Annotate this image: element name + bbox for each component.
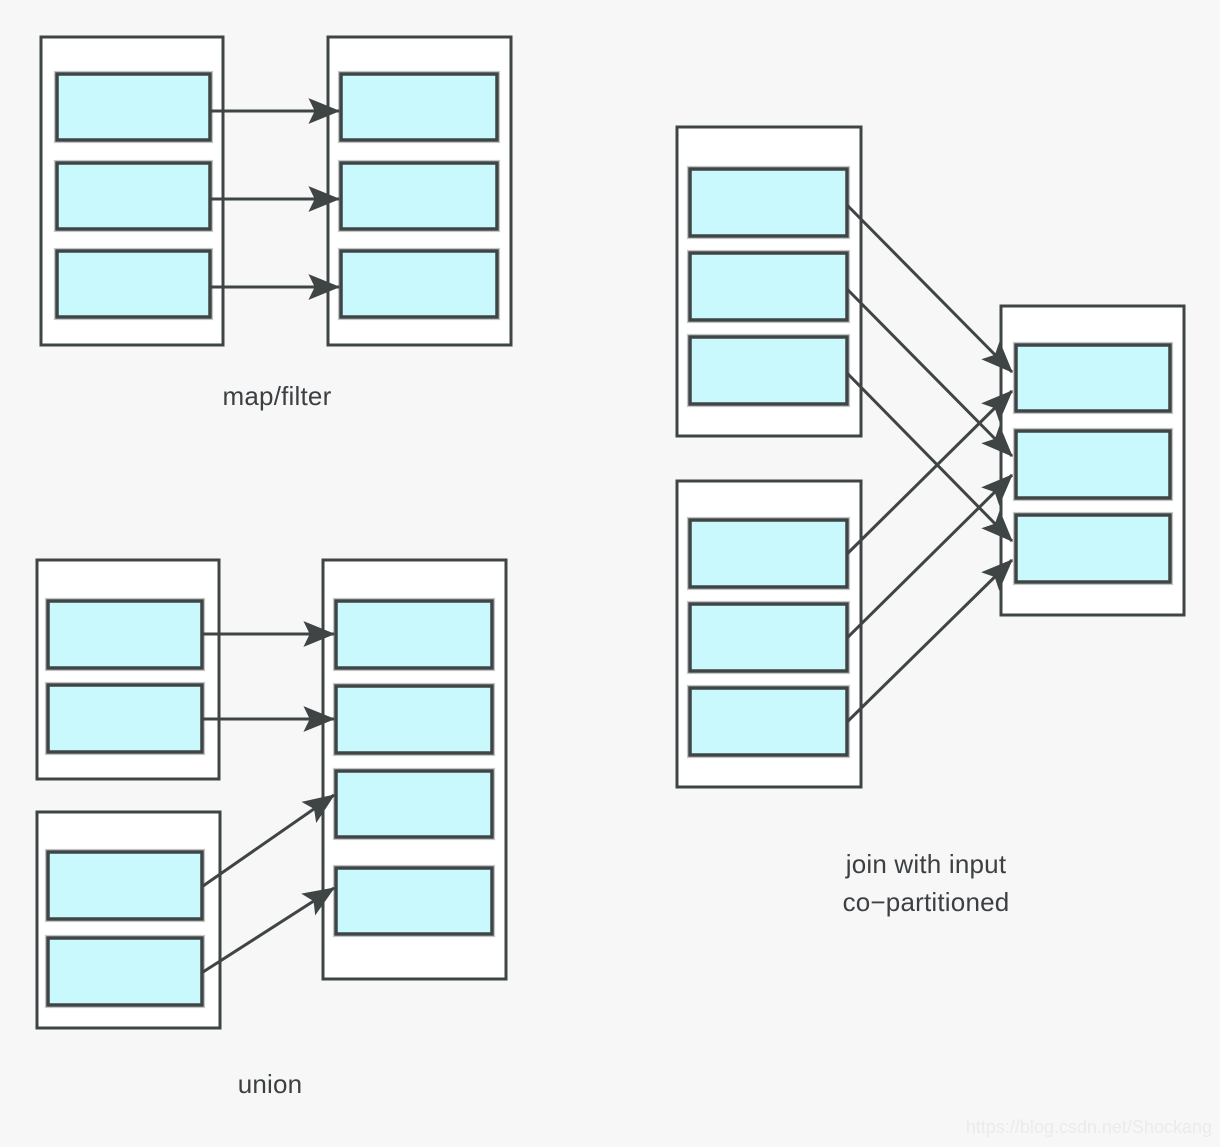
partition-halo <box>53 247 214 321</box>
partition-block-j-a1[interactable] <box>688 167 849 238</box>
partition-block-j-b3[interactable] <box>688 686 849 757</box>
rdd-frame-u-sourceA[interactable] <box>35 558 221 781</box>
partition-halo <box>53 159 214 233</box>
diagram-group-map-filter <box>39 35 513 347</box>
partition-block-j-b2[interactable] <box>688 602 849 673</box>
partition-block-u-t2[interactable] <box>334 684 494 755</box>
rdd-frame-u-sourceB[interactable] <box>35 810 222 1030</box>
caption-join-line-2: co−partitioned <box>843 887 1010 917</box>
partition-block-u-t4[interactable] <box>334 866 494 936</box>
diagram-group-join-co-partitioned <box>675 125 1186 789</box>
dependency-arrow-j-b3-to-j-t3 <box>845 558 1014 724</box>
dependency-arrow-j-a1-to-j-t1 <box>845 203 1014 374</box>
partition-block-j-t2[interactable] <box>1014 429 1172 500</box>
groups-layer <box>35 35 1186 1030</box>
partition-halo <box>1012 427 1174 502</box>
partition-block-u-b1[interactable] <box>46 850 204 921</box>
partition-block-mf-t2[interactable] <box>339 161 499 231</box>
caption-join-line-1: join with input <box>845 849 1007 879</box>
partition-block-mf-s2[interactable] <box>55 161 212 231</box>
rdd-frame-u-target[interactable] <box>321 558 508 981</box>
partition-block-j-t1[interactable] <box>1014 343 1172 413</box>
partition-block-u-t3[interactable] <box>334 769 494 839</box>
partition-halo <box>686 333 851 408</box>
partition-block-j-a2[interactable] <box>688 251 849 322</box>
partition-block-u-a1[interactable] <box>46 599 204 670</box>
rdd-frame-j-target[interactable] <box>999 304 1186 617</box>
partition-halo <box>686 249 851 324</box>
dependency-arrow-j-b1-to-j-t1 <box>845 389 1014 556</box>
caption-map-filter: map/filter <box>223 381 332 411</box>
partition-block-mf-s1[interactable] <box>55 72 212 142</box>
rdd-frame-j-sourceB[interactable] <box>675 479 863 789</box>
rdd-frame-mf-source[interactable] <box>39 35 225 347</box>
partition-halo <box>1012 511 1174 586</box>
partition-block-mf-t3[interactable] <box>339 249 499 319</box>
partition-block-mf-t1[interactable] <box>339 72 499 142</box>
dependency-arrow-j-a3-to-j-t3 <box>845 371 1014 543</box>
rdd-frame-mf-target[interactable] <box>326 35 513 347</box>
partition-block-u-t1[interactable] <box>334 599 494 670</box>
dependency-arrow-j-a2-to-j-t2 <box>845 287 1014 458</box>
dependency-arrow-u-b2-to-u-t4 <box>202 886 336 974</box>
partition-block-u-a2[interactable] <box>46 683 204 754</box>
watermark-text: https://blog.csdn.net/Shockang <box>966 1117 1212 1137</box>
partition-block-j-a3[interactable] <box>688 335 849 406</box>
captions-layer: map/filter union join with input co−part… <box>223 381 1010 1099</box>
dependency-arrow-j-b2-to-j-t2 <box>845 473 1014 640</box>
diagram-group-union <box>35 558 508 1030</box>
dependency-arrow-u-b1-to-u-t3 <box>202 793 335 888</box>
partition-halo <box>53 70 214 144</box>
partition-halo <box>1012 341 1174 415</box>
caption-union: union <box>238 1069 303 1099</box>
partition-block-u-b2[interactable] <box>46 936 204 1007</box>
partition-halo <box>686 165 851 240</box>
rdd-frame-j-sourceA[interactable] <box>675 125 863 438</box>
partition-block-j-t3[interactable] <box>1014 513 1172 584</box>
partition-block-j-b1[interactable] <box>688 518 849 589</box>
partition-block-mf-s3[interactable] <box>55 249 212 319</box>
